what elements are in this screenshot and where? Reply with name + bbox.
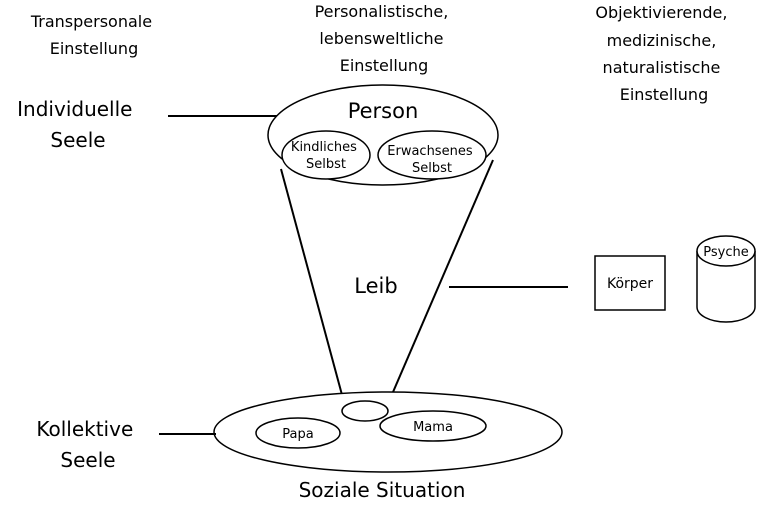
- psyche-label: Psyche: [703, 245, 748, 260]
- psyche-cylinder-top: [696, 235, 756, 267]
- psyche-cylinder-body: [696, 251, 756, 323]
- inner-child-ellipse: [281, 130, 371, 180]
- body-label: Körper: [607, 276, 653, 292]
- leib-label: Leib: [354, 274, 397, 298]
- inner-child-label: Kindliches Selbst: [291, 140, 361, 172]
- label-collective-soul: Kollektive Seele: [36, 417, 139, 472]
- cone-right-edge: [386, 159, 494, 407]
- header-transpersonal: Transpersonale Einstellung: [30, 12, 157, 58]
- social-situation-label: Soziale Situation: [299, 478, 466, 502]
- papa-label: Papa: [282, 427, 313, 442]
- body-box: [594, 255, 666, 311]
- label-individual-soul: Individuelle Seele: [17, 97, 139, 152]
- mama-label: Mama: [413, 420, 453, 435]
- person-label: Person: [348, 99, 419, 123]
- adult-self-label: Erwachsenes Selbst: [387, 144, 476, 176]
- cone-base-ellipse: [341, 400, 389, 422]
- header-objectifying: Objektivierende, medizinische, naturalis…: [595, 3, 732, 104]
- papa-ellipse: [255, 417, 341, 449]
- mama-ellipse: [379, 410, 487, 442]
- header-personalistic: Personalistische, lebensweltliche Einste…: [315, 2, 454, 75]
- cone-left-edge: [280, 168, 346, 407]
- adult-self-ellipse: [377, 130, 487, 180]
